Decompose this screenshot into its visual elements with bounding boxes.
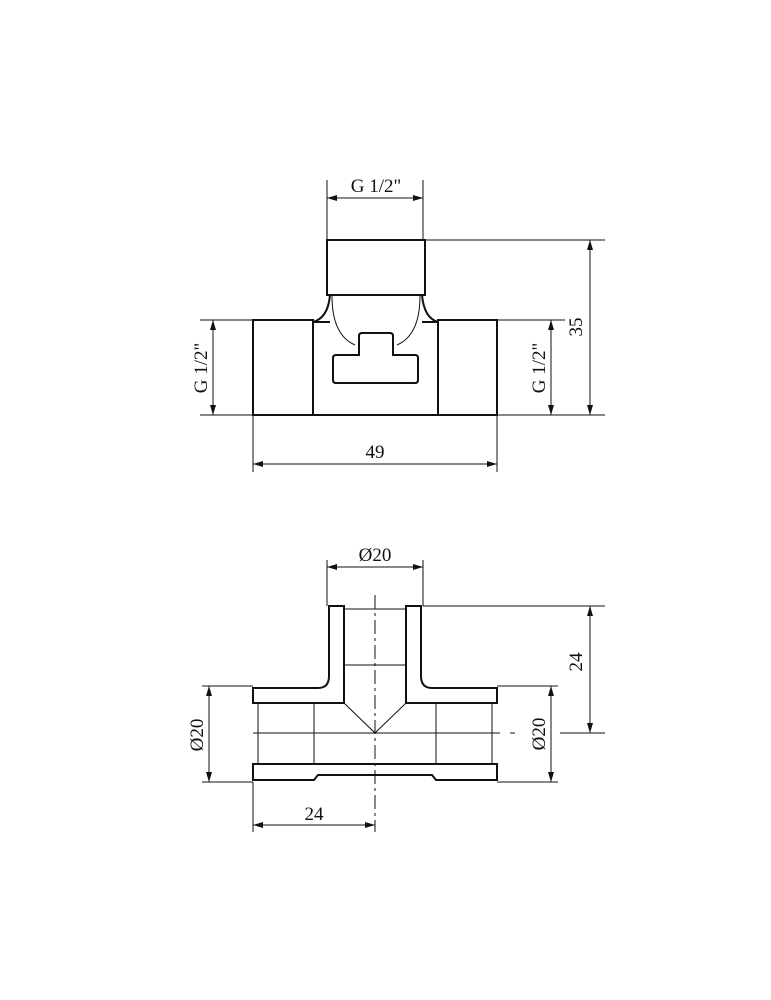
dim-length: 49 (366, 442, 385, 463)
left-thread (252, 319, 314, 416)
dim-left-thread: G 1/2" (191, 343, 212, 394)
top-thread (326, 239, 426, 296)
dim-right-diameter: Ø20 (529, 718, 550, 751)
dim-half-length: 24 (305, 804, 325, 825)
right-thread (437, 319, 498, 416)
dimensions-section-view (202, 560, 605, 832)
external-view: G 1/2" 49 35 G 1/2" G 1/2" (191, 176, 605, 472)
section-view: Ø20 24 24 Ø20 Ø20 (187, 545, 605, 832)
dim-height: 35 (566, 318, 587, 337)
dimensions-top-view (200, 180, 605, 472)
dim-top-diameter: Ø20 (359, 545, 392, 566)
dim-section-height: 24 (566, 652, 587, 672)
dim-top-thread: G 1/2" (351, 176, 402, 197)
dim-right-thread: G 1/2" (529, 343, 550, 394)
dim-left-diameter: Ø20 (187, 719, 208, 752)
tee-body (312, 321, 439, 416)
